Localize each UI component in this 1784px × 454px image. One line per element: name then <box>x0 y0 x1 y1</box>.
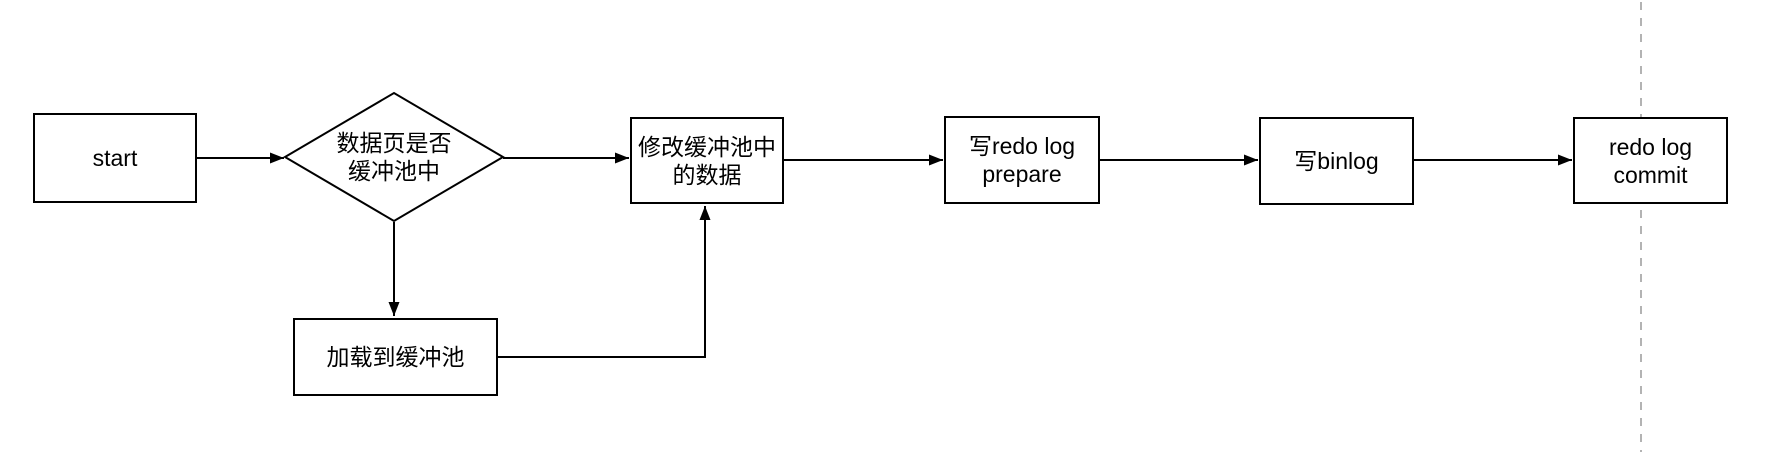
write-binlog-node: 写binlog <box>1259 117 1414 205</box>
redo-log-commit-node: redo log commit <box>1573 117 1728 204</box>
connector-load-to-modify-arrow <box>498 206 711 358</box>
decision-node-label: 数据页是否 缓冲池中 <box>336 130 452 184</box>
load-to-buffer-pool-node: 加载到缓冲池 <box>293 318 498 396</box>
start-node: start <box>33 113 197 203</box>
modify-buffer-pool-data-node: 修改缓冲池中 的数据 <box>630 117 784 204</box>
write-redo-log-prepare-node: 写redo log prepare <box>944 116 1100 204</box>
